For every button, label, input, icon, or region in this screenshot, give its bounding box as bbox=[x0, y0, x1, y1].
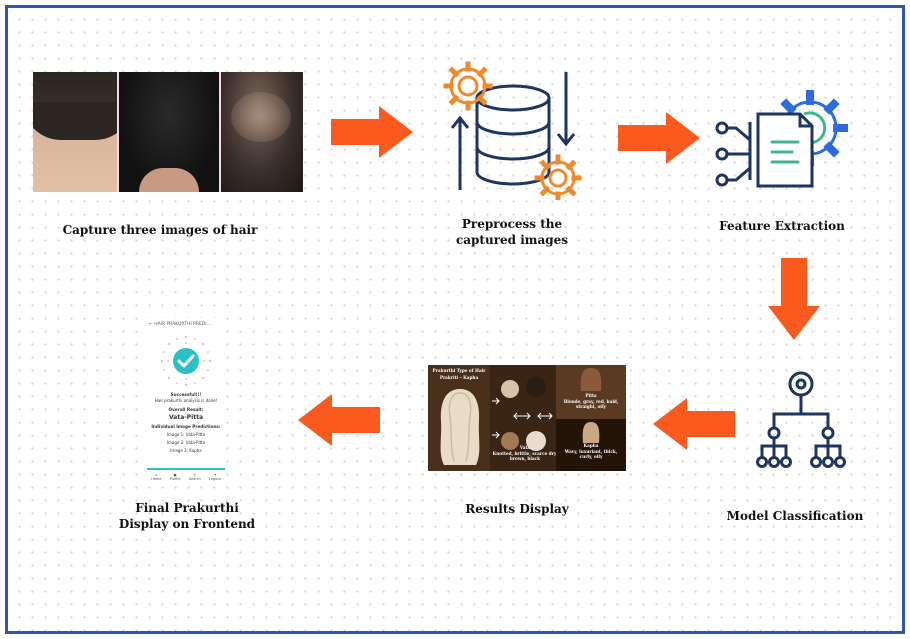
hair-photo-back bbox=[119, 72, 219, 192]
document-gear-icon bbox=[715, 90, 848, 188]
database-gears-icon bbox=[443, 61, 582, 200]
hair-photo-top bbox=[220, 72, 303, 192]
hair-photos bbox=[33, 72, 303, 192]
caption-final: Final Prakurthi Display on Frontend bbox=[118, 501, 256, 531]
individual-label: Individual Image Predictions: bbox=[151, 424, 221, 429]
prediction-1: Image 1: Vata-Pitta bbox=[166, 432, 206, 437]
vata-description: Knotted, brittle, scarce dry, brown, bla… bbox=[492, 451, 558, 462]
phone-header-title: HAIR PRAKURTHI PREDI... bbox=[154, 322, 211, 327]
caption-feature: Feature Extraction bbox=[719, 219, 845, 233]
hair-photo-front bbox=[33, 72, 118, 192]
results-title: Prakurthi Type of Hair bbox=[432, 368, 486, 373]
vata-label: Vata bbox=[519, 445, 531, 450]
results-panel: Prakurthi Type of Hair Prakriti – Kapha … bbox=[428, 365, 626, 471]
success-badge bbox=[158, 333, 214, 389]
nav-logout[interactable]: ➜Logout bbox=[208, 473, 221, 481]
kapha-hair-illustration bbox=[582, 422, 600, 443]
kapha-label: Kapha bbox=[583, 443, 599, 448]
pitta-label: Pitta bbox=[585, 393, 597, 398]
results-subtitle: Prakriti – Kapha bbox=[439, 375, 479, 380]
profile-icon: ● bbox=[173, 473, 177, 477]
arrow-left-icon bbox=[298, 394, 380, 446]
hierarchy-icon bbox=[756, 371, 846, 468]
bottom-nav: ⌂Home ●Profile ⚲Search ➜Logout bbox=[147, 468, 225, 484]
arrow-right-icon bbox=[618, 112, 700, 164]
success-message: Hair prakurthi analysis is done! bbox=[154, 398, 218, 403]
check-icon bbox=[160, 335, 212, 387]
phone-header: ← HAIR PRAKURTHI PREDI... bbox=[147, 318, 225, 329]
success-title: Successful!!! bbox=[170, 392, 202, 397]
nav-home[interactable]: ⌂Home bbox=[151, 473, 162, 481]
prediction-2: Image 2: Vata-Pitta bbox=[166, 440, 206, 445]
hair-sample-icons bbox=[492, 377, 553, 451]
pitta-description: Blonde, gray, red, bald, straight, oily bbox=[563, 399, 619, 410]
logout-icon: ➜ bbox=[213, 473, 217, 477]
caption-capture: Capture three images of hair bbox=[62, 223, 258, 237]
caption-results: Results Display bbox=[465, 502, 569, 516]
back-arrow-icon: ← bbox=[149, 322, 153, 327]
home-icon: ⌂ bbox=[155, 473, 158, 477]
blonde-hair-illustration bbox=[440, 389, 480, 465]
arrow-right-icon bbox=[331, 106, 413, 158]
caption-preprocess: Preprocess the captured images bbox=[455, 217, 569, 247]
prediction-3: Image 3: Kapha bbox=[170, 448, 202, 453]
kapha-description: Wavy, luxuriant, thick, curly, oily bbox=[564, 449, 618, 460]
caption-model: Model Classification bbox=[726, 509, 864, 523]
arrow-left-icon bbox=[653, 398, 735, 450]
overall-label: Overall Result: bbox=[168, 407, 204, 412]
nav-profile[interactable]: ●Profile bbox=[169, 473, 181, 481]
search-icon: ⚲ bbox=[193, 473, 196, 477]
nav-search[interactable]: ⚲Search bbox=[188, 473, 201, 481]
phone-screenshot: ← HAIR PRAKURTHI PREDI... Successful!!! … bbox=[147, 318, 225, 484]
pitta-hair-illustration bbox=[580, 368, 602, 391]
overall-value: Vata-Pitta bbox=[168, 414, 203, 421]
arrow-down-icon bbox=[768, 258, 820, 340]
